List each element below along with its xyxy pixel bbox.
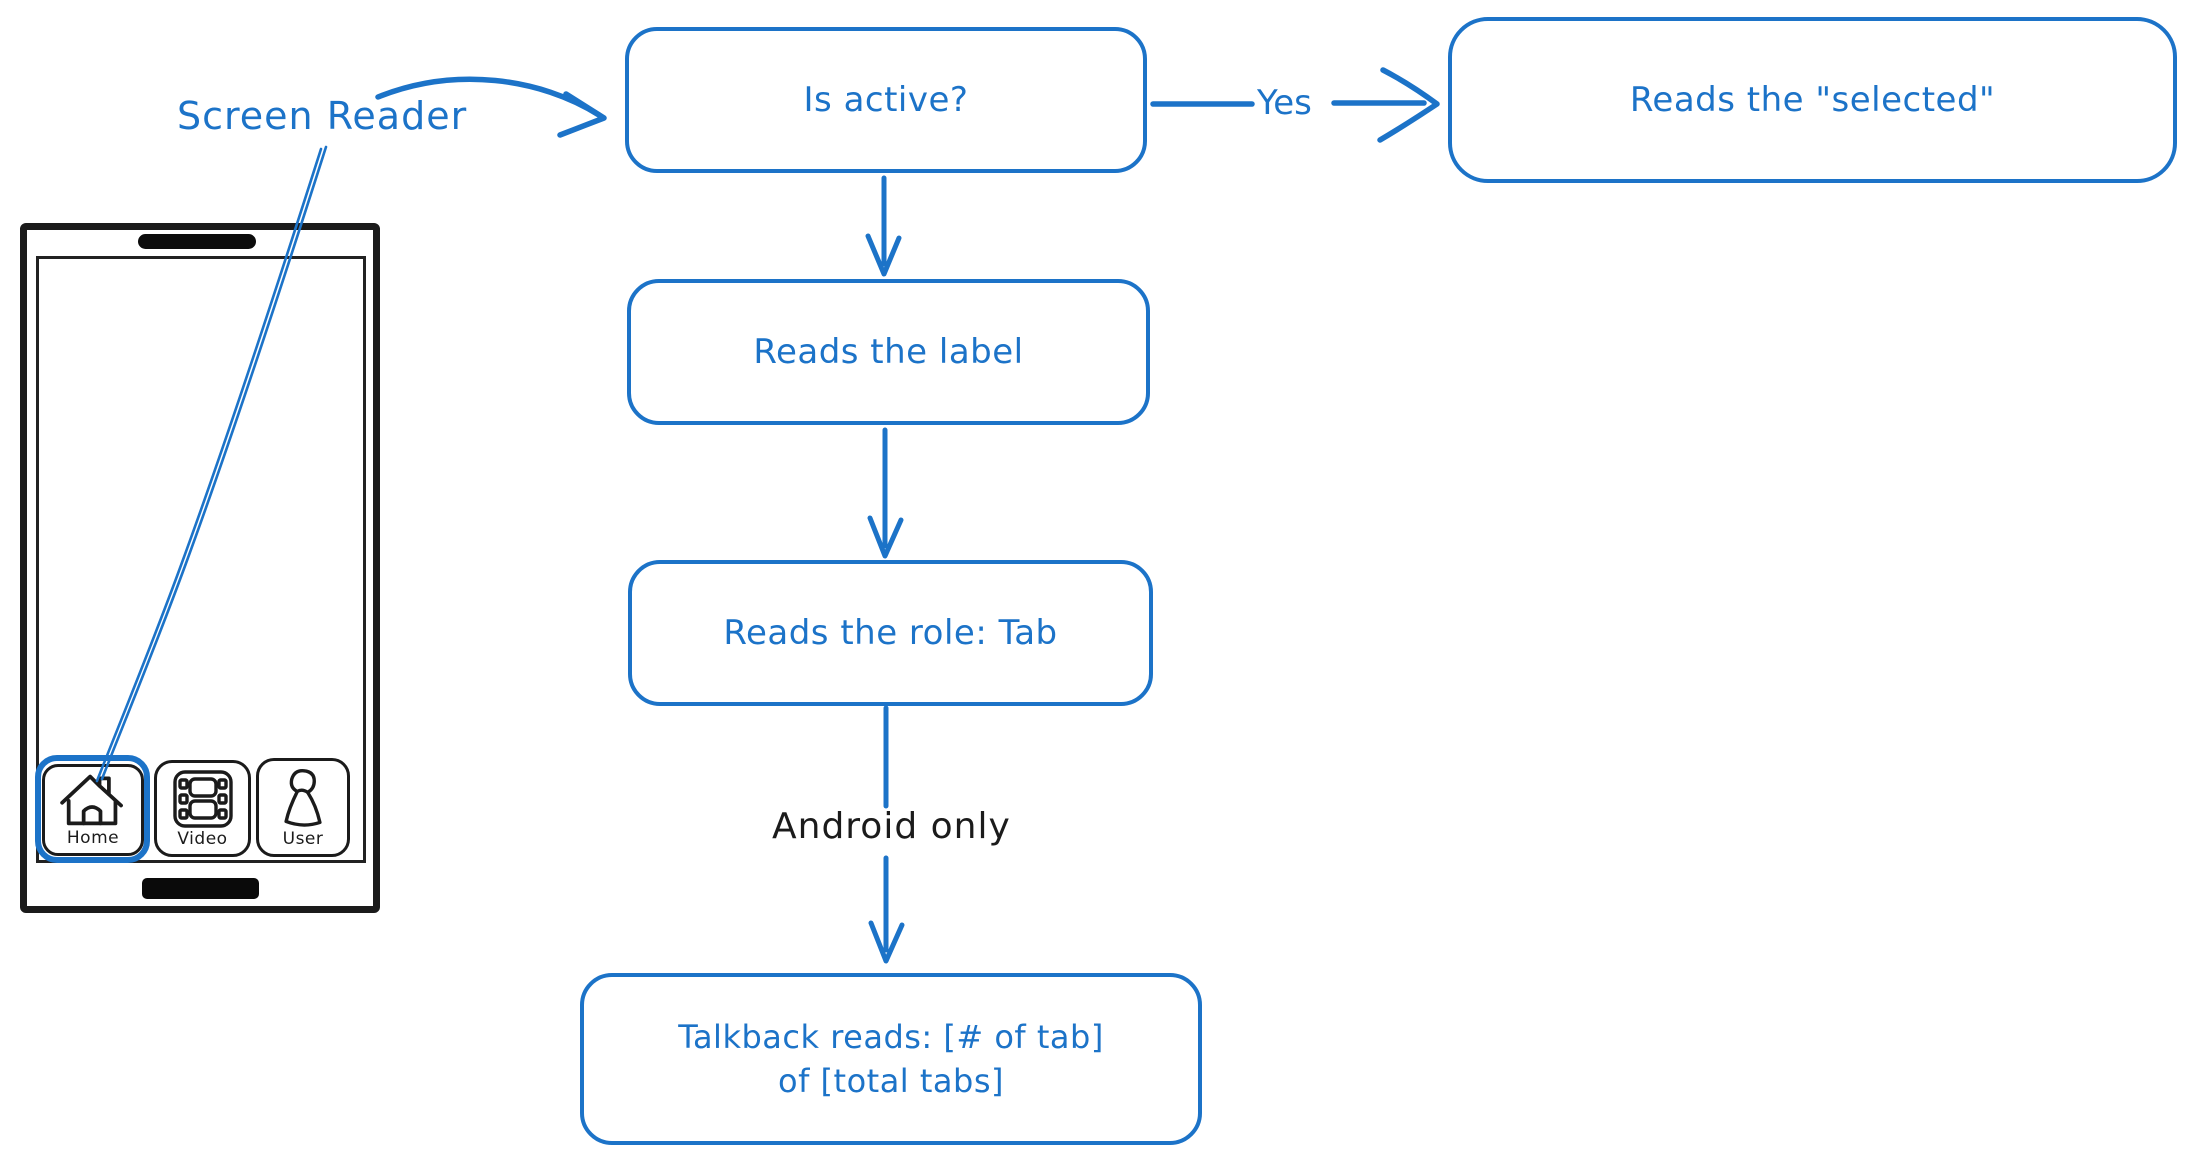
node-reads-label: Reads the label [627,279,1150,425]
phone-mockup: Home Video [20,223,380,913]
arrow-yes-head [1377,67,1440,143]
node-talkback-line1: Talkback reads: [# of tab] [678,1017,1104,1056]
node-reads-role: Reads the role: Tab [628,560,1153,706]
arrow-screenreader-to-isactive-head [557,91,607,138]
node-reads-selected-text: Reads the "selected" [1629,80,1996,120]
android-only-label: Android only [772,806,1011,847]
active-tab-highlight [35,755,150,863]
phone-speaker [138,234,256,249]
tab-video-label: Video [177,829,228,849]
user-icon [284,768,322,827]
arrow-androidonly-to-talkback-head [868,920,905,964]
node-talkback-line2: of [total tabs] [778,1062,1004,1100]
node-reads-label-text: Reads the label [753,332,1024,372]
video-icon [172,770,233,828]
arrow-readslabel-to-readsrole-head [867,515,904,559]
arrow-isactive-to-readslabel-head [865,233,902,277]
node-is-active: Is active? [625,27,1147,173]
yes-label: Yes [1257,83,1312,123]
node-reads-role-text: Reads the role: Tab [723,613,1058,653]
tab-user: User [256,758,350,857]
node-reads-selected: Reads the "selected" [1448,17,2177,183]
home-indicator-bar [142,878,259,899]
node-talkback: Talkback reads: [# of tab] of [total tab… [580,973,1202,1145]
node-is-active-text: Is active? [803,80,969,120]
tab-home-label: Home [66,828,120,848]
screen-reader-label: Screen Reader [177,94,468,138]
tab-user-label: User [282,829,324,849]
tab-video: Video [154,760,251,857]
